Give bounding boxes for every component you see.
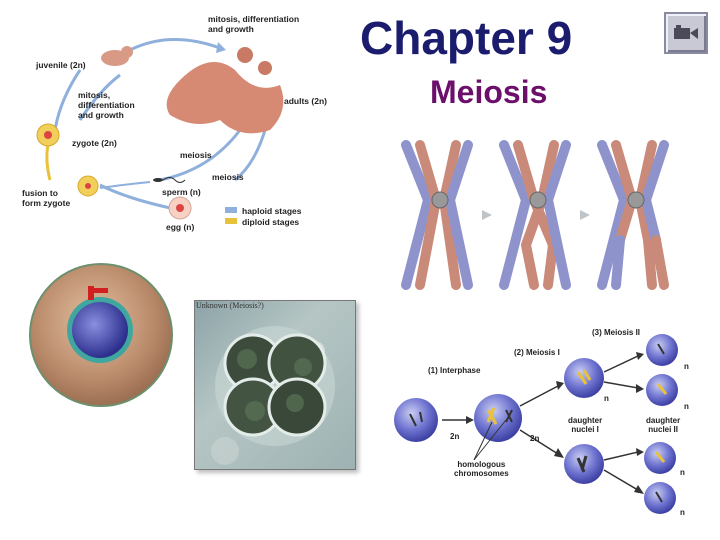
label-n-5: n bbox=[680, 508, 685, 517]
label-n-2: n bbox=[684, 362, 689, 371]
label-2n-b: 2n bbox=[530, 434, 540, 443]
label-mitosis-left: mitosis, differentiation and growth bbox=[78, 90, 135, 120]
legend-diploid-swatch bbox=[225, 218, 237, 224]
stage-meiosis1-label: (2) Meiosis I bbox=[514, 348, 560, 357]
legend-haploid-swatch bbox=[225, 207, 237, 213]
label-sperm: sperm (n) bbox=[162, 187, 201, 197]
cell-illustration bbox=[28, 262, 174, 408]
label-fusion: fusion to form zygote bbox=[22, 188, 71, 208]
crossing-over-illustration bbox=[398, 140, 682, 290]
meiosis-stages-diagram: (1) Interphase (2) Meiosis I (3) Meiosis… bbox=[388, 322, 704, 522]
legend-diploid-label: diploid stages bbox=[242, 217, 300, 227]
chromosome-pair-1 bbox=[401, 140, 473, 290]
daughter-nuclei-1-label: daughter nuclei I bbox=[568, 416, 603, 434]
label-mitosis-top: mitosis, differentiation and growth bbox=[208, 14, 300, 34]
label-adults: adults (2n) bbox=[284, 96, 327, 106]
microscope-photo bbox=[194, 300, 356, 470]
legend-haploid-label: haploid stages bbox=[242, 206, 302, 216]
stage-meiosis2-label: (3) Meiosis II bbox=[592, 328, 641, 337]
label-juvenile: juvenile (2n) bbox=[36, 60, 86, 70]
stage-interphase-label: (1) Interphase bbox=[428, 366, 481, 375]
label-2n-a: 2n bbox=[450, 432, 460, 441]
label-n-1: n bbox=[604, 394, 609, 403]
life-cycle-diagram: mitosis, differentiation and growth juve… bbox=[20, 10, 340, 240]
page-title: Chapter 9 bbox=[360, 12, 573, 64]
photo-caption: Unknown (Meiosis?) bbox=[196, 301, 264, 310]
label-meiosis-1: meiosis bbox=[180, 150, 212, 160]
label-n-3: n bbox=[684, 402, 689, 411]
daughter-nuclei-2-label: daughter nuclei II bbox=[646, 416, 681, 434]
label-n-4: n bbox=[680, 468, 685, 477]
label-egg: egg (n) bbox=[166, 222, 195, 232]
video-camera-icon bbox=[674, 25, 698, 39]
label-meiosis-2: meiosis bbox=[212, 172, 244, 182]
chromosome-pair-2 bbox=[499, 140, 571, 290]
homologous-chromosomes-label: homologous chromosomes bbox=[454, 460, 509, 478]
label-zygote: zygote (2n) bbox=[72, 138, 117, 148]
chromosome-pair-3 bbox=[597, 140, 669, 290]
video-button[interactable] bbox=[664, 12, 708, 54]
page-subtitle: Meiosis bbox=[430, 74, 548, 110]
